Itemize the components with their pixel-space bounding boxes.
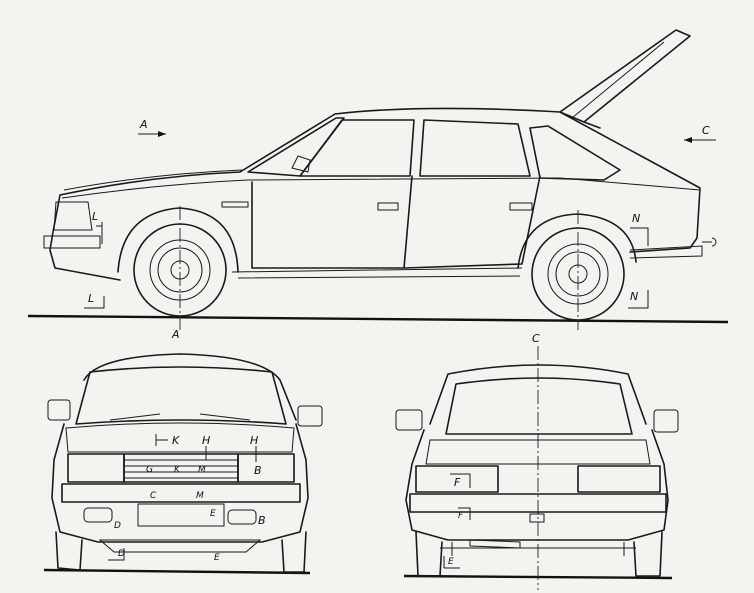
view-arrow-c-side: C	[684, 124, 716, 143]
front-marker-e-lower: E	[198, 551, 224, 563]
front-marker-k-lower: K	[174, 465, 181, 475]
front-license-plate	[137, 503, 225, 527]
side-windshield	[247, 117, 345, 177]
view-arrow-a: A	[138, 118, 166, 137]
front-roof-outline	[83, 353, 297, 421]
rear-marker-e: E	[443, 556, 460, 569]
side-headlight	[53, 201, 93, 231]
view-label-a-top: A	[139, 118, 148, 131]
front-ground-line	[43, 568, 311, 575]
front-bumper	[61, 483, 301, 503]
front-marker-h-left: H	[202, 434, 210, 460]
svg-text:H: H	[250, 434, 258, 447]
front-right-tire	[281, 531, 307, 573]
front-marker-h-right: H	[250, 434, 258, 462]
side-rear-bumper	[629, 245, 703, 259]
front-marker-d-lower: D	[108, 548, 125, 561]
section-marker-n-upper: N	[630, 212, 649, 246]
svg-text:E: E	[214, 553, 220, 563]
front-grille	[123, 453, 239, 483]
front-marker-m-lower: M	[196, 491, 204, 501]
rear-right-tire	[633, 531, 663, 577]
front-marker-g: G	[146, 465, 153, 475]
svg-text:L: L	[92, 210, 98, 223]
rear-marker-f-lower: F	[458, 507, 471, 521]
side-front-door-handle	[377, 202, 399, 211]
section-marker-l-lower: L	[84, 292, 105, 309]
side-rear-door-window	[419, 119, 531, 177]
front-marker-k-upper: K	[155, 434, 180, 447]
front-wiper	[109, 413, 251, 421]
side-belt-line	[61, 177, 701, 199]
svg-text:H: H	[202, 434, 210, 447]
rear-tailgate-panel	[425, 439, 651, 465]
front-left-tire	[55, 531, 83, 571]
side-front-door	[251, 175, 413, 269]
front-windshield	[75, 366, 287, 425]
side-rear-door	[403, 175, 541, 269]
rear-right-tail-light	[577, 465, 661, 493]
front-right-mirror	[297, 405, 323, 427]
rear-view: C F F E	[395, 332, 679, 590]
rear-marker-f-upper: F	[450, 473, 471, 489]
view-label-a-bottom: A	[171, 328, 180, 341]
side-ground-line	[27, 314, 729, 324]
rear-left-mirror	[395, 409, 423, 431]
view-label-c-side: C	[702, 124, 710, 137]
front-hood-line	[65, 422, 295, 453]
side-view: A C A L L N N	[27, 29, 729, 341]
side-mirror	[291, 155, 311, 173]
front-left-fog-light	[83, 507, 113, 523]
side-rear-quarter-window	[529, 125, 621, 181]
front-right-fog-light	[227, 509, 257, 525]
front-marker-m-upper: M	[198, 465, 206, 475]
front-view: K H H G K M B C M E B D D E	[43, 353, 323, 575]
side-rear-wheel-arch	[517, 213, 637, 269]
rear-exhaust	[469, 539, 521, 549]
front-marker-b-lower: B	[258, 514, 266, 527]
side-front-bumper	[43, 235, 101, 249]
svg-text:F: F	[454, 476, 461, 489]
front-marker-e-upper: E	[210, 509, 216, 519]
svg-text:D: D	[118, 549, 125, 559]
side-body-outline	[49, 107, 701, 281]
rear-window	[445, 377, 633, 435]
svg-text:F: F	[458, 511, 464, 521]
front-marker-c: C	[150, 491, 157, 501]
svg-text:E: E	[448, 557, 454, 567]
section-marker-n-lower: N	[628, 290, 649, 309]
front-lower-valance	[98, 539, 262, 553]
side-tow-hook	[702, 237, 717, 247]
svg-text:N: N	[630, 290, 638, 303]
side-open-tailgate	[559, 29, 691, 129]
rear-plate-light	[529, 513, 545, 523]
side-rear-door-handle	[509, 202, 533, 211]
view-label-c-rear: C	[532, 332, 540, 345]
side-hood-line	[63, 169, 243, 191]
front-right-headlight	[237, 453, 295, 483]
svg-text:L: L	[88, 292, 94, 305]
front-marker-d-upper: D	[114, 521, 121, 531]
side-tailgate-strut	[571, 41, 665, 119]
svg-text:K: K	[172, 434, 180, 447]
front-marker-b-upper: B	[254, 464, 262, 477]
front-left-mirror	[47, 399, 71, 421]
rear-body-sides	[405, 429, 669, 541]
rear-bumper	[409, 493, 667, 513]
rear-axle-beam	[440, 542, 636, 556]
side-front-door-window	[299, 119, 415, 177]
side-indicator-repeater	[221, 201, 249, 208]
rear-left-tail-light	[415, 465, 499, 493]
front-left-headlight	[67, 453, 125, 483]
rear-roof-outline	[429, 364, 647, 425]
section-marker-l-upper: L	[92, 210, 103, 244]
svg-text:N: N	[632, 212, 640, 225]
front-body-sides	[51, 423, 309, 543]
side-sill-line	[231, 267, 523, 279]
rear-right-mirror	[653, 409, 679, 433]
rear-left-tire	[415, 531, 443, 577]
